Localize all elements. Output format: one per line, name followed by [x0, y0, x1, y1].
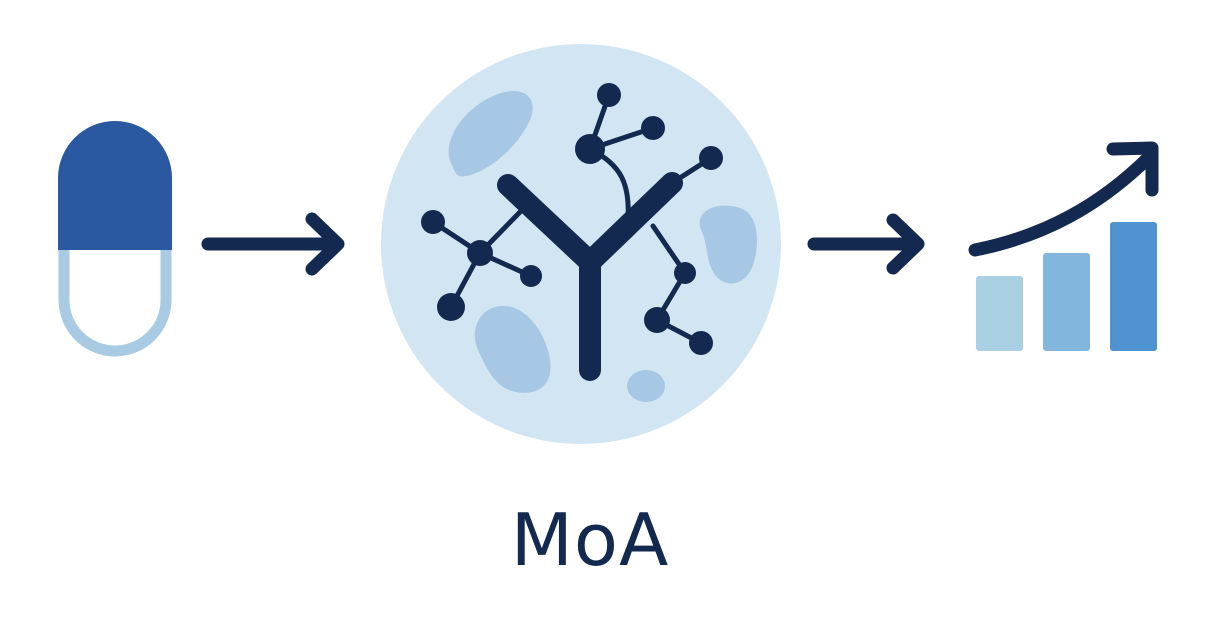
trend-arrow-head	[1106, 141, 1159, 197]
arrow-right-icon	[201, 212, 345, 276]
outcome-bar	[1043, 253, 1090, 351]
diagram-caption: MoA	[510, 498, 670, 582]
outcome-bars	[976, 222, 1157, 351]
capsule-top-half	[58, 121, 172, 250]
outcome-bar	[1110, 222, 1157, 351]
outcome-bar	[976, 276, 1023, 351]
capsule-icon	[58, 121, 172, 357]
arrow-right-icon	[807, 213, 925, 275]
organelle-blob	[699, 205, 758, 284]
cell-receptor-icon	[381, 44, 781, 444]
organelle-blob	[474, 305, 551, 393]
organelle-blob	[627, 370, 665, 402]
rising-bar-chart-icon	[968, 141, 1159, 351]
receptor-y-icon	[497, 172, 683, 381]
organelle-blob	[448, 91, 533, 177]
molecule-node-group	[421, 83, 723, 355]
trend-arrow-line	[968, 151, 1155, 257]
capsule-bottom-half	[58, 250, 172, 357]
